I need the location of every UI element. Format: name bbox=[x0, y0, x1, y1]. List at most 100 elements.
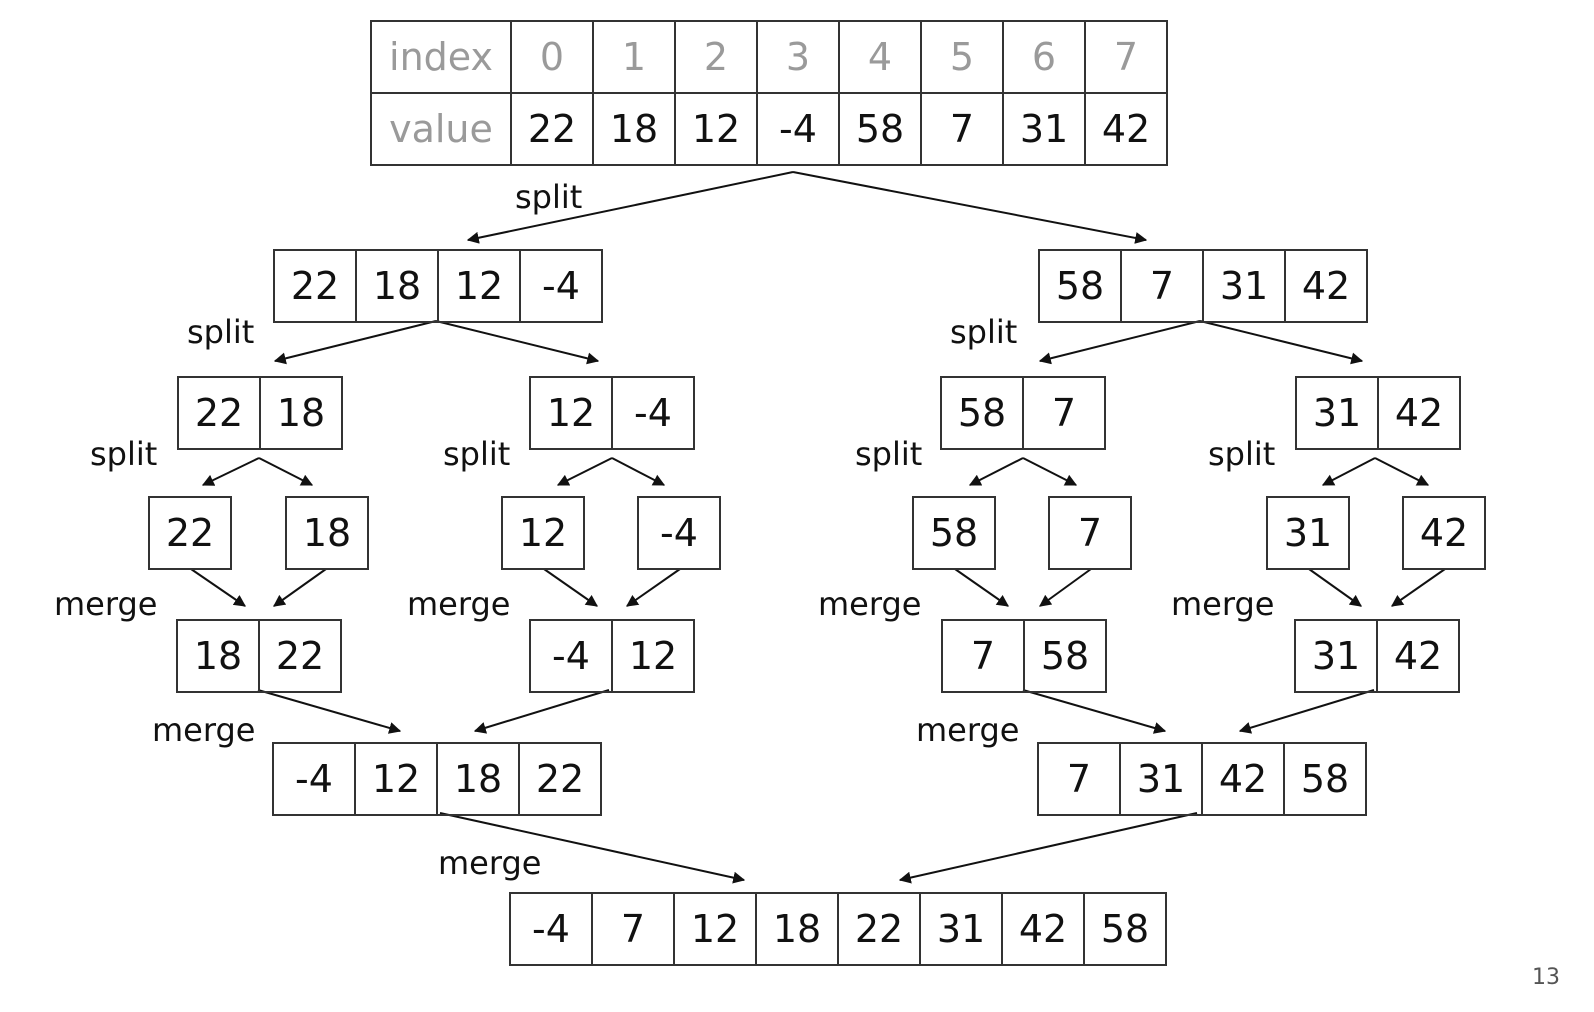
array-single-5: 58 bbox=[912, 496, 996, 570]
array-row: 22 bbox=[148, 496, 232, 570]
array-single-8: 42 bbox=[1402, 496, 1486, 570]
array-single-1: 22 bbox=[148, 496, 232, 570]
array-cell: 22 bbox=[518, 742, 602, 816]
value-cell: 58 bbox=[838, 92, 922, 166]
arrow bbox=[1391, 568, 1446, 607]
array-single-4: -4 bbox=[637, 496, 721, 570]
arrow bbox=[258, 457, 314, 486]
array-cell: 12 bbox=[529, 376, 613, 450]
array-cell: 18 bbox=[355, 249, 439, 323]
array-cell: -4 bbox=[519, 249, 603, 323]
arrow bbox=[968, 457, 1024, 486]
array-row: 12 bbox=[501, 496, 585, 570]
value-row: value 22 18 12 -4 58 7 31 42 bbox=[370, 92, 1168, 166]
value-cell: 22 bbox=[510, 92, 594, 166]
array-cell: 22 bbox=[258, 619, 342, 693]
array-cell: 12 bbox=[501, 496, 585, 570]
array-cell: 31 bbox=[1294, 619, 1378, 693]
merge-label: merge bbox=[152, 711, 256, 749]
array-cell: 12 bbox=[437, 249, 521, 323]
array-cell: 58 bbox=[912, 496, 996, 570]
value-cell: 42 bbox=[1084, 92, 1168, 166]
merge-label: merge bbox=[916, 711, 1020, 749]
array-row: 31 bbox=[1266, 496, 1350, 570]
array-row: 42 bbox=[1402, 496, 1486, 570]
array-cell: 42 bbox=[1001, 892, 1085, 966]
arrow bbox=[473, 689, 610, 734]
merge-label: merge bbox=[407, 585, 511, 623]
arrow bbox=[1308, 568, 1362, 607]
index-cell: 7 bbox=[1084, 20, 1168, 94]
array-row: 58 bbox=[912, 496, 996, 570]
index-cell: 1 bbox=[592, 20, 676, 94]
index-cell: 2 bbox=[674, 20, 758, 94]
array-single-7: 31 bbox=[1266, 496, 1350, 570]
merge-label: merge bbox=[438, 844, 542, 882]
arrow bbox=[273, 568, 327, 607]
array-cell: 42 bbox=[1376, 619, 1460, 693]
split-label: split bbox=[1208, 435, 1276, 473]
arrow bbox=[257, 689, 402, 734]
index-cell: 3 bbox=[756, 20, 840, 94]
array-cell: 22 bbox=[837, 892, 921, 966]
value-cell: 7 bbox=[920, 92, 1004, 166]
arrow bbox=[439, 812, 746, 884]
array-cell: 18 bbox=[285, 496, 369, 570]
array-cell: 42 bbox=[1377, 376, 1461, 450]
arrow bbox=[190, 568, 246, 607]
array-cell: 42 bbox=[1201, 742, 1285, 816]
index-value-table: index 0 1 2 3 4 5 6 7 value 22 18 12 -4 … bbox=[370, 20, 1168, 166]
array-cell: 18 bbox=[176, 619, 260, 693]
array-cell: 7 bbox=[1037, 742, 1121, 816]
value-cell: -4 bbox=[756, 92, 840, 166]
array-cell: 7 bbox=[941, 619, 1025, 693]
array-cell: 7 bbox=[1048, 496, 1132, 570]
array-cell: -4 bbox=[272, 742, 356, 816]
array-cell: 12 bbox=[611, 619, 695, 693]
arrow bbox=[792, 171, 1148, 244]
array-cell: 7 bbox=[1120, 249, 1204, 323]
array-cell: 22 bbox=[177, 376, 261, 450]
array-row: 7 bbox=[1048, 496, 1132, 570]
arrow bbox=[611, 457, 666, 486]
arrow bbox=[626, 568, 681, 607]
array-cell: 42 bbox=[1402, 496, 1486, 570]
array-row: -4 bbox=[637, 496, 721, 570]
arrow bbox=[898, 812, 1198, 884]
index-cell: 6 bbox=[1002, 20, 1086, 94]
array-split-lr: 12-4 bbox=[529, 376, 695, 450]
array-cell: 22 bbox=[273, 249, 357, 323]
array-cell: 12 bbox=[354, 742, 438, 816]
value-cell: 12 bbox=[674, 92, 758, 166]
value-cell: 31 bbox=[1002, 92, 1086, 166]
arrow bbox=[1039, 568, 1092, 607]
arrow bbox=[435, 320, 600, 365]
array-single-6: 7 bbox=[1048, 496, 1132, 570]
array-cell: 7 bbox=[1022, 376, 1106, 450]
array-cell: -4 bbox=[637, 496, 721, 570]
split-label: split bbox=[515, 178, 583, 216]
array-cell: -4 bbox=[611, 376, 695, 450]
array-cell: 58 bbox=[940, 376, 1024, 450]
index-cell: 4 bbox=[838, 20, 922, 94]
array-cell: 58 bbox=[1283, 742, 1367, 816]
arrow bbox=[201, 457, 260, 486]
arrow bbox=[1038, 320, 1201, 365]
